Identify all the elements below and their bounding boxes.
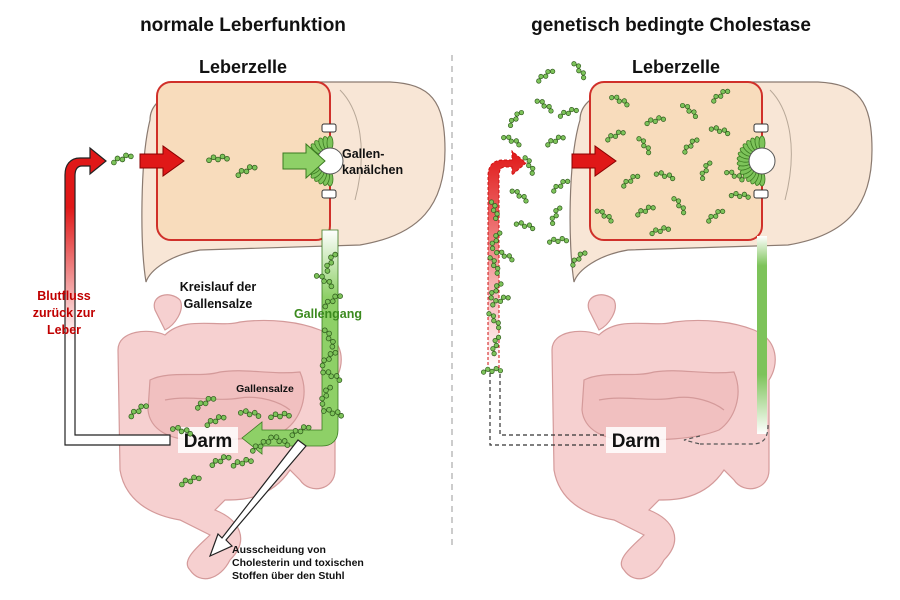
excretion-label-3: Stoffen über den Stuhl bbox=[232, 570, 345, 582]
blood-label-2: zurück zur bbox=[33, 306, 96, 320]
excretion-arrow bbox=[208, 439, 307, 558]
bile-salt-molecule-icon bbox=[500, 131, 524, 150]
bile-salt-molecule-icon bbox=[556, 105, 580, 120]
left-title: normale Leberfunktion bbox=[140, 15, 346, 36]
right-intestine-label: Darm bbox=[612, 431, 661, 452]
appendix-right bbox=[587, 294, 616, 331]
bile-duct-right bbox=[757, 236, 767, 434]
bile-salt-molecule-icon bbox=[109, 150, 135, 166]
bile-duct-label: Gallengang bbox=[294, 307, 362, 321]
arrow-into-canaliculus bbox=[282, 142, 326, 180]
blood-label-1: Blutfluss bbox=[37, 289, 91, 303]
appendix-left bbox=[153, 294, 182, 331]
left-panel: normale Leberfunktion Leberzelle Gallen-… bbox=[33, 15, 446, 582]
bile-salt-molecule-icon bbox=[504, 107, 526, 129]
bile-salt-molecule-icon bbox=[521, 153, 538, 177]
bile-salt-molecule-icon bbox=[546, 203, 565, 227]
bile-salt-molecule-icon bbox=[570, 58, 589, 82]
liver-left-lobe-line bbox=[339, 89, 362, 201]
canaliculi-label-1: Gallen- bbox=[342, 147, 384, 161]
cycle-label-1: Kreislauf der bbox=[180, 280, 257, 294]
blood-flow-arrow-left bbox=[64, 146, 171, 446]
blood-label-3: Leber bbox=[47, 323, 81, 337]
liver-right-lobe-line bbox=[769, 89, 792, 201]
bile-salt-molecule-icon bbox=[547, 236, 569, 245]
canaliculus-right bbox=[736, 123, 776, 199]
dashed-duct-to-intestine bbox=[683, 424, 769, 445]
bile-salt-molecule-icon bbox=[508, 185, 531, 206]
dashed-return-flow bbox=[489, 370, 604, 446]
left-cell-label: Leberzelle bbox=[199, 57, 287, 77]
bile-salt-molecule-icon bbox=[513, 217, 537, 234]
red-arrow-into-cell bbox=[139, 145, 185, 177]
excretion-label-2: Cholesterin und toxischen bbox=[232, 557, 364, 569]
canaliculi-label-2: kanälchen bbox=[342, 163, 403, 177]
right-cell-label: Leberzelle bbox=[632, 57, 720, 77]
bile-duct-left bbox=[241, 229, 339, 455]
bile-salt-molecule-icon bbox=[533, 95, 556, 116]
left-intestine-label: Darm bbox=[184, 431, 233, 452]
darm-label-bg-right bbox=[606, 427, 666, 453]
cycle-label-2: Gallensalze bbox=[184, 297, 253, 311]
bile-salt-molecule-icon bbox=[533, 66, 557, 85]
bile-salt-molecule-icon bbox=[543, 132, 567, 149]
right-panel: genetisch bedingte Cholestase Leberzelle… bbox=[481, 15, 873, 580]
excretion-label-1: Ausscheidung von bbox=[232, 544, 326, 556]
bile-salt-molecule-icon bbox=[548, 176, 572, 195]
bile-salts-label: Gallensalze bbox=[236, 383, 294, 395]
red-arrow-into-cell-right bbox=[571, 145, 617, 177]
right-title: genetisch bedingte Cholestase bbox=[531, 15, 811, 36]
